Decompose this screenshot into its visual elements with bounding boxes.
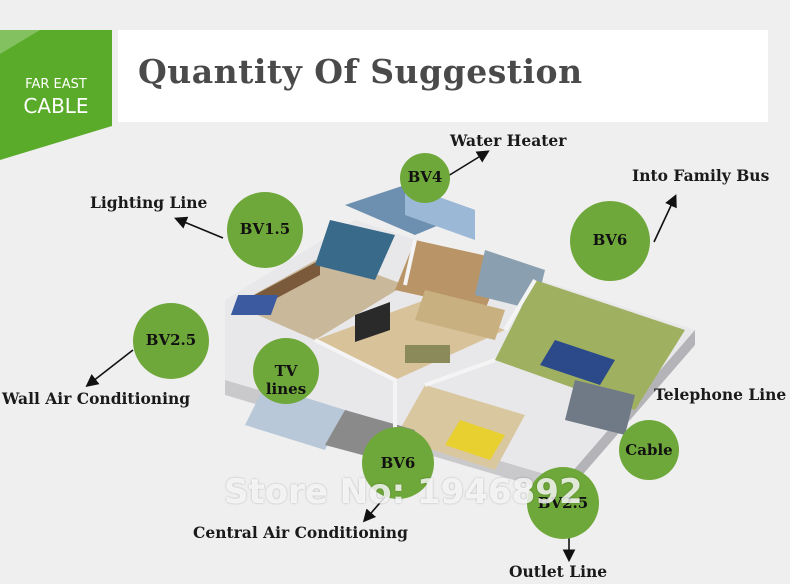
circle-cable: Cable (619, 420, 679, 480)
circle-bv6-bottom-label: BV6 (380, 454, 416, 472)
store-watermark: Store No: 1946892 (224, 472, 583, 512)
logo-text-far-east: FAR EAST (25, 77, 87, 92)
arrow-wall-air (85, 349, 134, 387)
label-wall-air-conditioning: Wall Air Conditioning (2, 389, 191, 408)
label-outlet-line: Outlet Line (509, 562, 608, 581)
label-telephone-line: Telephone Line (654, 385, 787, 404)
circle-bv6-top: BV6 (570, 201, 650, 281)
circle-tv-lines: TV lines (253, 338, 319, 404)
far-east-cable-logo: FAR EAST CABLE (0, 30, 112, 160)
circle-cable-label: Cable (625, 441, 673, 459)
label-into-family-bus: Into Family Bus (632, 166, 770, 185)
label-water-heater: Water Heater (450, 131, 567, 150)
label-lighting-line: Lighting Line (90, 193, 208, 212)
logo-ribbon-shape (0, 30, 112, 160)
circle-bv1-5: BV1.5 (227, 192, 303, 268)
logo-text-cable: CABLE (23, 94, 89, 118)
circle-bv1-5-label: BV1.5 (239, 220, 291, 238)
circle-bv2-5-left: BV2.5 (133, 303, 209, 379)
circle-bv4-label: BV4 (407, 168, 443, 186)
circle-bv2-5-bottom-label: BV2.5 (537, 494, 589, 512)
label-central-air-conditioning: Central Air Conditioning (193, 523, 408, 542)
circle-bv2-5-bottom: BV2.5 (527, 467, 599, 539)
title-bar: Quantity Of Suggestion (118, 30, 768, 122)
circle-bv2-5-left-label: BV2.5 (145, 331, 197, 349)
circle-bv6-top-label: BV6 (592, 231, 628, 249)
circle-bv6-bottom: BV6 (362, 427, 434, 499)
page-title: Quantity Of Suggestion (138, 52, 583, 91)
circle-tv-lines-label: TV lines (265, 362, 307, 398)
arrow-water-heater (447, 150, 490, 177)
circle-bv4: BV4 (400, 153, 450, 203)
